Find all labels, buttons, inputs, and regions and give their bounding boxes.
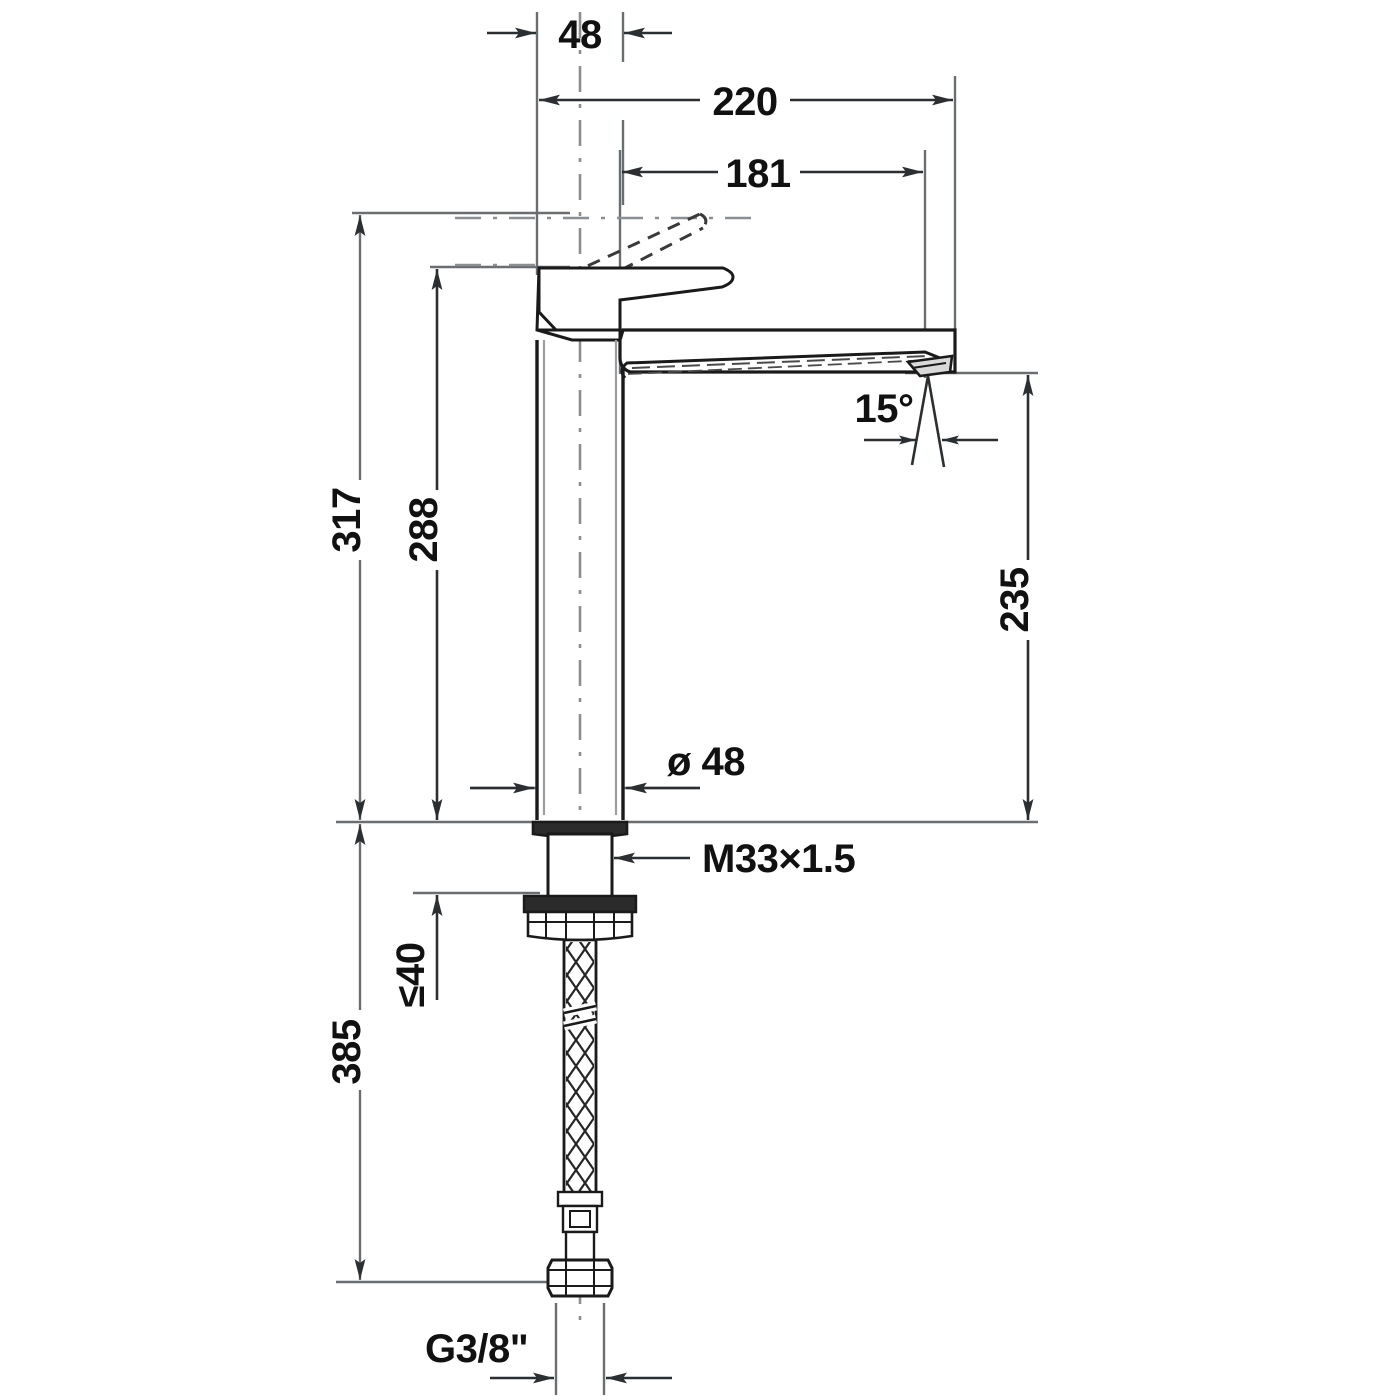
angle-ray-tilted	[926, 375, 946, 468]
dimension-317: 317	[325, 215, 369, 820]
lever-handle	[535, 266, 735, 342]
dimension-label-181: 181	[725, 152, 790, 196]
aerator-face-line	[911, 362, 947, 369]
dimension-label-317: 317	[325, 487, 369, 552]
angle-ray-vertical	[910, 375, 930, 466]
dimension-288: 288	[402, 269, 446, 820]
spout-hidden-line	[627, 359, 931, 375]
dimension-label-g38: G3/8"	[425, 1327, 528, 1371]
dimension-g38: G3/8"	[425, 1327, 672, 1384]
dimension-label-48: 48	[558, 13, 602, 57]
handle-underside	[537, 268, 620, 332]
dimension-label-288: 288	[402, 497, 446, 562]
mounting-washer	[522, 894, 638, 914]
dimension-220: 220	[539, 80, 953, 124]
column-inner-edges	[542, 340, 618, 815]
dimension-max-40: ≤40	[389, 895, 443, 1008]
dimension-235: 235	[993, 375, 1037, 820]
dimension-label-15-degree: 15°	[855, 387, 914, 431]
threaded-shank	[546, 832, 614, 900]
spout-lower-profile	[620, 350, 946, 379]
mounting-nut-detail	[528, 912, 632, 940]
dimension-48: 48	[487, 13, 672, 57]
hose-ferrule	[556, 1190, 604, 1262]
dimension-15-degree: 15°	[855, 375, 998, 468]
flex-hose	[562, 938, 598, 1222]
dimension-label-diameter-48: ø 48	[667, 740, 745, 784]
supply-connector-nut	[546, 1258, 614, 1298]
column-walls	[535, 340, 625, 820]
dimension-385: 385	[325, 824, 369, 1280]
faucet-body	[522, 212, 957, 1298]
dimension-m33: M33×1.5	[614, 837, 856, 881]
dimension-diameter-48: ø 48	[470, 740, 746, 794]
mounting-nut	[526, 910, 634, 942]
dimension-181: 181	[622, 152, 923, 196]
dimension-label-235: 235	[993, 567, 1037, 632]
dimension-label-max-40: ≤40	[389, 943, 433, 1008]
dimension-label-385: 385	[325, 1019, 369, 1084]
dimension-label-220: 220	[712, 80, 777, 124]
dimension-label-m33: M33×1.5	[702, 837, 856, 881]
